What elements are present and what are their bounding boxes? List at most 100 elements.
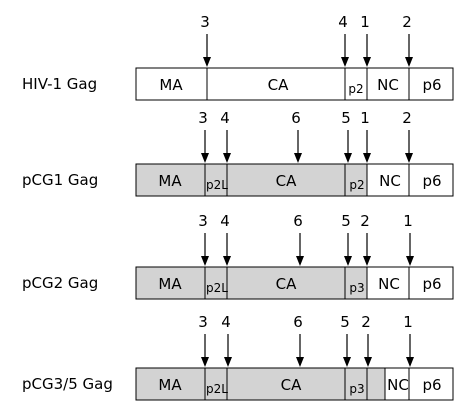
cleavage-site-number: 4 [220, 109, 230, 127]
gag-box-outline [135, 67, 454, 101]
domain-segment [227, 267, 345, 299]
domain-label: CA [276, 275, 297, 293]
arrow-head [406, 357, 414, 367]
domain-label: p6 [422, 172, 441, 190]
domain-label: CA [281, 376, 302, 394]
cleavage-site-number: 6 [291, 109, 301, 127]
domain-segment [227, 164, 345, 196]
domain-label: MA [159, 76, 183, 94]
construct-label: pCG3/5 Gag [22, 375, 113, 393]
arrow-head [406, 256, 414, 266]
domain-segment [345, 68, 367, 100]
domain-segment [136, 368, 205, 400]
domain-segment [367, 68, 409, 100]
domain-segment [385, 368, 409, 400]
arrow-head [201, 357, 209, 367]
domain-segment [345, 164, 367, 196]
arrow-head [363, 57, 371, 67]
arrow-head [223, 256, 231, 266]
domain-label: NC [377, 76, 399, 94]
arrow-head [364, 357, 372, 367]
arrow-head [344, 153, 352, 163]
gag-box-outline [135, 367, 454, 401]
domain-label: p2L [206, 281, 228, 295]
arrow-head [363, 153, 371, 163]
domain-label: p2 [348, 82, 363, 96]
domain-segment [345, 267, 367, 299]
domain-segment [205, 164, 227, 196]
domain-segment [409, 164, 453, 196]
cleavage-site-number: 6 [293, 313, 303, 331]
arrow-head [296, 357, 304, 367]
domain-label: p3 [349, 382, 364, 396]
cleavage-site-number: 3 [198, 109, 208, 127]
domain-label: p2L [206, 178, 228, 192]
domain-label: MA [158, 376, 182, 394]
domain-label: p3 [349, 281, 364, 295]
domain-label: p6 [422, 76, 441, 94]
arrow-head [343, 357, 351, 367]
domain-label: p6 [422, 376, 441, 394]
domain-label: NC [379, 172, 401, 190]
cleavage-site-number: 5 [341, 212, 351, 230]
arrow-head [201, 256, 209, 266]
domain-label: NC [378, 275, 400, 293]
domain-segment [136, 267, 205, 299]
domain-segment [367, 368, 385, 400]
cleavage-site-number: 3 [200, 13, 210, 31]
cleavage-site-number: 4 [221, 313, 231, 331]
cleavage-site-number: 3 [198, 313, 208, 331]
cleavage-site-number: 6 [293, 212, 303, 230]
cleavage-site-number: 2 [402, 109, 412, 127]
domain-segment [367, 267, 409, 299]
arrow-head [223, 153, 231, 163]
arrow-head [203, 57, 211, 67]
domain-label: p2L [206, 382, 228, 396]
cleavage-site-number: 1 [360, 13, 370, 31]
arrow-head [224, 357, 232, 367]
arrow-head [296, 256, 304, 266]
arrow-head [363, 256, 371, 266]
domain-segment [136, 164, 205, 196]
cleavage-site-number: 1 [403, 313, 413, 331]
domain-segment [205, 368, 227, 400]
domain-label: CA [268, 76, 289, 94]
domain-segment [409, 267, 453, 299]
domain-segment [205, 267, 227, 299]
arrow-head [405, 57, 413, 67]
arrow-head [201, 153, 209, 163]
domain-label: CA [276, 172, 297, 190]
cleavage-site-number: 2 [361, 313, 371, 331]
construct-label: HIV-1 Gag [22, 75, 97, 93]
domain-label: MA [158, 275, 182, 293]
cleavage-site-number: 1 [403, 212, 413, 230]
domain-segment [227, 368, 345, 400]
cleavage-site-number: 5 [340, 313, 350, 331]
arrow-head [341, 57, 349, 67]
cleavage-site-number: 1 [360, 109, 370, 127]
construct-label: pCG1 Gag [22, 171, 98, 189]
cleavage-site-number: 3 [198, 212, 208, 230]
gag-box-outline [135, 266, 454, 300]
domain-segment [207, 68, 345, 100]
cleavage-site-number: 4 [338, 13, 348, 31]
cleavage-site-number: 2 [402, 13, 412, 31]
arrow-head [344, 256, 352, 266]
domain-segment [136, 68, 207, 100]
domain-segment [367, 164, 409, 196]
arrow-head [405, 153, 413, 163]
domain-label: MA [158, 172, 182, 190]
domain-segment [409, 368, 453, 400]
domain-label: p6 [422, 275, 441, 293]
cleavage-site-number: 2 [360, 212, 370, 230]
gag-box-outline [135, 163, 454, 197]
domain-segment [345, 368, 367, 400]
cleavage-site-number: 5 [341, 109, 351, 127]
cleavage-site-number: 4 [220, 212, 230, 230]
domain-label: p2 [349, 178, 364, 192]
domain-segment [409, 68, 453, 100]
